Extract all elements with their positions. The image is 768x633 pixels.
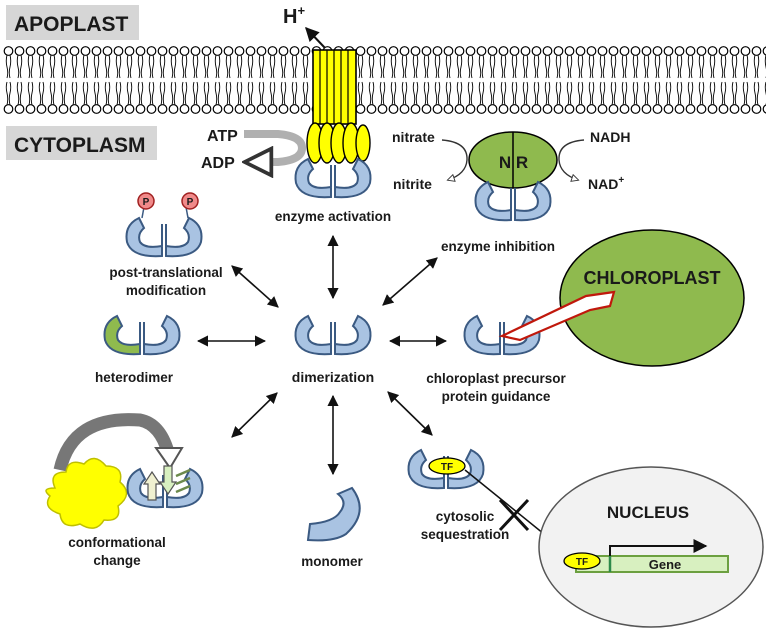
- conformational-label-line1: conformational: [68, 535, 166, 550]
- svg-text:TF: TF: [441, 462, 453, 473]
- ptm-dimer: [125, 217, 203, 258]
- chloroplast-guidance-line2: protein guidance: [442, 389, 551, 404]
- svg-text:TF: TF: [576, 557, 588, 568]
- conformational-arrows: [142, 465, 191, 501]
- nad-label: NAD+: [588, 175, 624, 192]
- dimerization-label: dimerization: [292, 369, 374, 385]
- apoplast-region: APOPLAST: [6, 5, 139, 40]
- sequestration-label-line2: sequestration: [421, 527, 510, 542]
- chloroplast-guidance-line1: chloroplast precursor: [426, 371, 566, 386]
- block-cross: [498, 498, 530, 532]
- nr-letter-r: R: [516, 153, 528, 172]
- svg-text:P: P: [187, 197, 194, 208]
- activation-dimer: [294, 158, 372, 199]
- lipid-bilayer: [3, 46, 766, 114]
- monomer-label: monomer: [301, 554, 363, 569]
- apoplast-label: APOPLAST: [14, 13, 129, 36]
- precursor-protein: [498, 290, 616, 342]
- arrow-inhibition: [382, 257, 438, 306]
- tf-bound: [563, 552, 601, 570]
- cytoplasm-label: CYTOPLASM: [14, 134, 145, 157]
- svg-text:P: P: [143, 197, 150, 208]
- dimerization-protein: [294, 315, 372, 356]
- ligand-blob: [45, 457, 128, 529]
- nucleus: NUCLEUS Gene TF: [538, 466, 764, 628]
- arrow-sequestration: [387, 391, 433, 436]
- phosphate-left: P: [137, 192, 155, 219]
- chloroplast: CHLOROPLAST: [559, 229, 745, 367]
- monomer-protein: [306, 486, 361, 542]
- nr-letter-n: N: [499, 153, 511, 172]
- chloroplast-label: CHLOROPLAST: [584, 268, 721, 288]
- arrow-conformational: [231, 392, 278, 438]
- conformational-arrow-shaft: [53, 413, 175, 472]
- adp-label: ADP: [201, 155, 235, 172]
- proton-pump: [305, 26, 371, 164]
- nitrite-label: nitrite: [393, 176, 432, 192]
- enzyme-inhibition-label: enzyme inhibition: [441, 239, 555, 254]
- nitrate-reductase: N R: [468, 131, 558, 189]
- nitrate-label: nitrate: [392, 129, 435, 145]
- atp-label: ATP: [207, 128, 238, 145]
- sequestration-label-line1: cytosolic: [436, 509, 495, 524]
- enzyme-activation-label: enzyme activation: [275, 209, 391, 224]
- conformational-label-line2: change: [93, 553, 141, 568]
- gene-label: Gene: [649, 557, 682, 572]
- conformational-arrow-head: [154, 447, 184, 470]
- nadh-arrow: [558, 139, 585, 180]
- transcription-arrow: [609, 539, 708, 556]
- arrow-ptm: [231, 265, 279, 308]
- heterodimer-label: heterodimer: [95, 370, 174, 385]
- proton-label: H+: [283, 3, 305, 28]
- nucleus-label: NUCLEUS: [607, 503, 689, 522]
- ptm-label-line1: post-translational: [109, 265, 222, 280]
- nitrate-arrow: [441, 139, 468, 180]
- cytoplasm-region: CYTOPLASM: [6, 126, 157, 160]
- phosphate-right: P: [181, 192, 199, 219]
- pathway-arrows: [196, 234, 448, 476]
- heterodimer-protein: [103, 314, 181, 356]
- ptm-label-line2: modification: [126, 283, 206, 298]
- tf-sequestered: TF: [428, 457, 466, 475]
- nadh-label: NADH: [590, 129, 630, 145]
- atp-adp-arrow: [244, 130, 307, 162]
